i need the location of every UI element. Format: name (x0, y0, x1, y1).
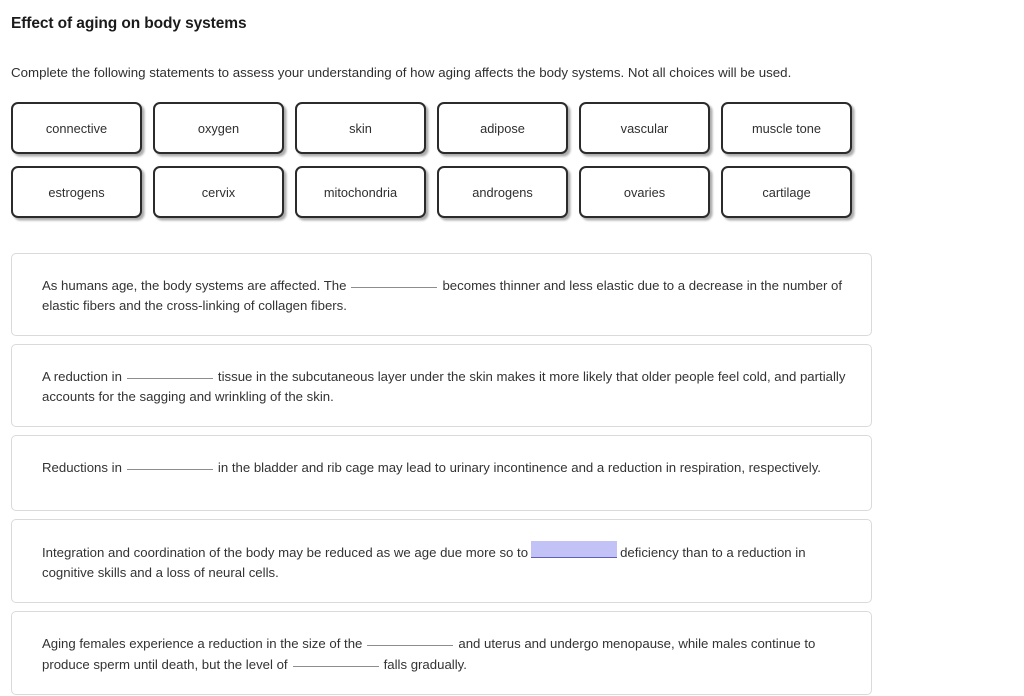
statement-text-segment: Reductions in (42, 460, 122, 475)
word-tile[interactable]: skin (295, 102, 426, 154)
word-tile[interactable]: estrogens (11, 166, 142, 218)
word-tile[interactable]: muscle tone (721, 102, 852, 154)
statement-text-segment: A reduction in (42, 369, 122, 384)
statement-text: Reductions in in the bladder and rib cage… (42, 457, 821, 478)
word-tile-label: skin (349, 120, 372, 136)
statements-list: As humans age, the body systems are affe… (11, 253, 872, 695)
instructions-text: Complete the following statements to ass… (11, 65, 792, 80)
statement-card: Reductions in in the bladder and rib cage… (11, 435, 872, 511)
word-tile[interactable]: connective (11, 102, 142, 154)
statement-text-segment: deficiency than to a reduction in cognit… (42, 545, 806, 580)
page-title: Effect of aging on body systems (11, 15, 247, 32)
statement-text: Aging females experience a reduction in … (42, 633, 849, 674)
word-tile[interactable]: adipose (437, 102, 568, 154)
word-tile[interactable]: cervix (153, 166, 284, 218)
statement-card: As humans age, the body systems are affe… (11, 253, 872, 336)
word-tile-label: mitochondria (323, 184, 398, 200)
word-tile[interactable]: cartilage (721, 166, 852, 218)
answer-blank[interactable] (367, 633, 454, 646)
word-bank: connective oxygen skin adipose vascular muscl… (11, 102, 867, 218)
statement-text-segment: As humans age, the body systems are affe… (42, 278, 347, 293)
word-tile-label: androgens (472, 184, 533, 200)
word-tile-label: cartilage (762, 184, 811, 200)
statement-text-segment: Aging females experience a reduction in … (42, 636, 363, 651)
word-tile-label: estrogens (48, 184, 105, 200)
statement-text-segment: in the bladder and rib cage may lead to … (217, 460, 821, 475)
statement-text-segment: Integration and coordination of the body… (42, 545, 529, 560)
word-tile-label: muscle tone (752, 120, 821, 136)
word-tile[interactable]: mitochondria (295, 166, 426, 218)
statement-text: As humans age, the body systems are affe… (42, 275, 849, 315)
word-tile-label: adipose (480, 120, 525, 136)
statement-text: Integration and coordination of the body… (42, 541, 849, 582)
answer-blank[interactable] (351, 275, 438, 288)
word-tile-label: ovaries (623, 184, 666, 200)
answer-blank[interactable] (126, 366, 213, 379)
statement-card: Aging females experience a reduction in … (11, 611, 872, 695)
statement-text-segment: becomes thinner and less elastic due to … (42, 278, 842, 313)
answer-blank-selected[interactable] (531, 541, 618, 558)
answer-blank[interactable] (292, 654, 379, 667)
word-tile[interactable]: vascular (579, 102, 710, 154)
word-tile-label: vascular (620, 120, 669, 136)
statement-text-segment: tissue in the subcutaneous layer under t… (42, 369, 846, 404)
statement-card: Integration and coordination of the body… (11, 519, 872, 603)
word-tile[interactable]: oxygen (153, 102, 284, 154)
word-tile[interactable]: ovaries (579, 166, 710, 218)
word-tile-label: oxygen (197, 120, 240, 136)
word-tile-label: connective (45, 120, 108, 136)
word-tile-label: cervix (201, 184, 236, 200)
statement-text-segment: and uterus and undergo menopause, while … (42, 636, 816, 672)
answer-blank[interactable] (126, 457, 213, 470)
statement-text-segment: falls gradually. (383, 656, 467, 672)
word-tile[interactable]: androgens (437, 166, 568, 218)
